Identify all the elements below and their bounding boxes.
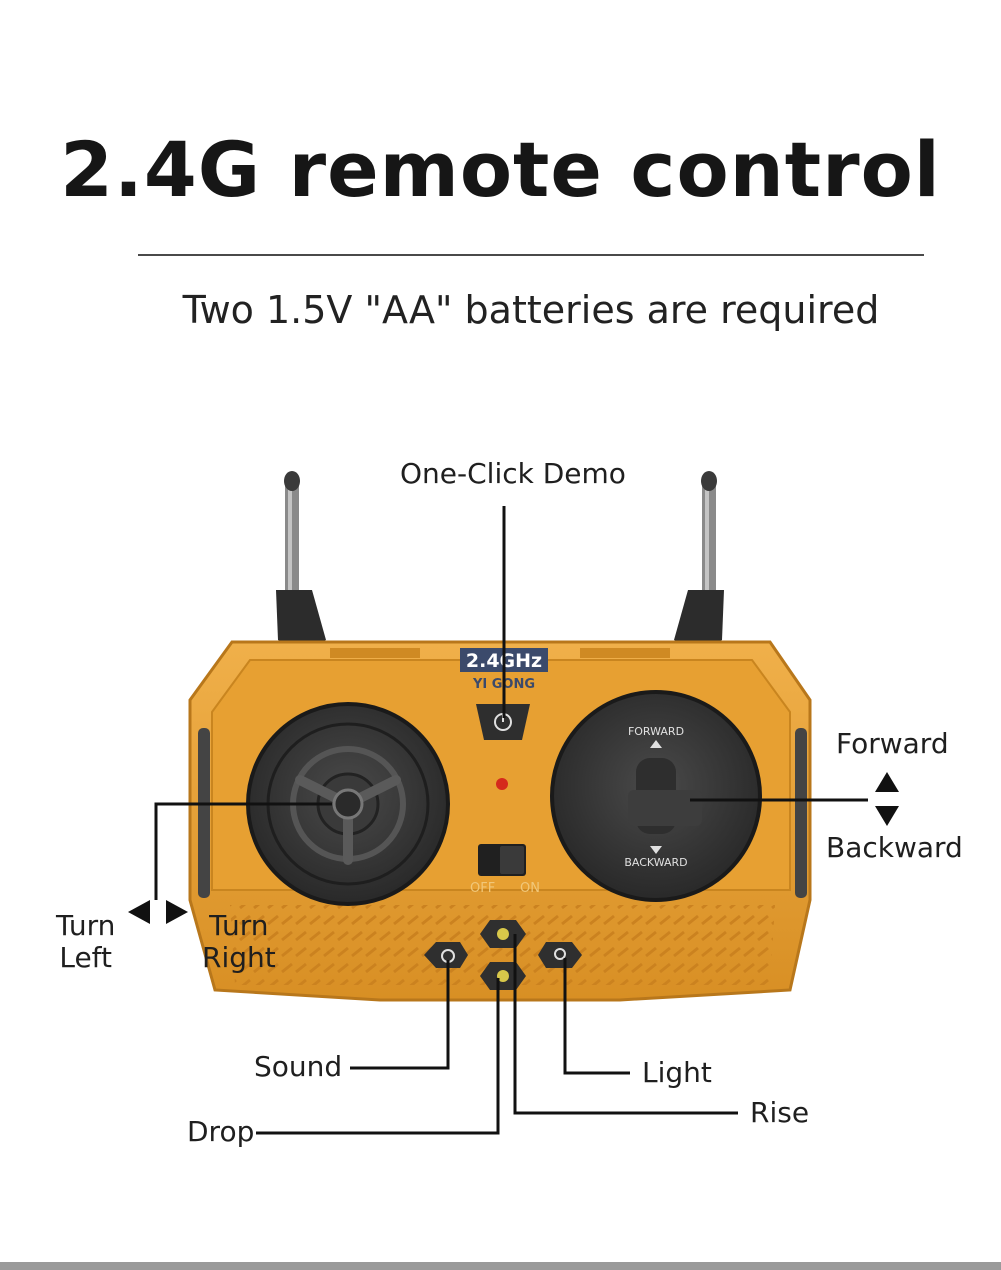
turn-right-line2: Right	[202, 941, 276, 974]
power-led	[496, 778, 508, 790]
left-antenna	[276, 471, 326, 652]
callout-light: Light	[642, 1056, 712, 1089]
power-switch[interactable]: OFF ON	[470, 844, 540, 896]
callout-turn-right: Turn Right	[202, 910, 276, 974]
throttle-dial[interactable]: FORWARD BACKWARD	[550, 690, 762, 902]
page-title: 2.4G remote control	[60, 125, 941, 214]
callout-lines	[154, 506, 868, 1135]
title-divider	[138, 254, 924, 256]
svg-text:FORWARD: FORWARD	[628, 725, 684, 738]
turn-left-line2: Left	[59, 941, 113, 974]
callout-sound: Sound	[254, 1050, 343, 1083]
steering-wheel-dial[interactable]	[246, 702, 450, 906]
callout-rise: Rise	[750, 1096, 810, 1129]
svg-text:ON: ON	[520, 881, 540, 896]
light-button[interactable]	[538, 942, 582, 968]
callout-drop: Drop	[187, 1115, 255, 1148]
callout-demo: One-Click Demo	[400, 457, 626, 490]
battery-requirement: Two 1.5V "AA" batteries are required	[182, 288, 880, 332]
right-antenna	[674, 471, 724, 652]
svg-text:OFF: OFF	[470, 881, 495, 896]
left-right-arrows-icon	[128, 900, 188, 924]
forward-backward-arrows-icon	[875, 772, 899, 826]
callout-forward: Forward	[836, 727, 949, 760]
turn-right-line1: Turn	[209, 909, 269, 942]
callout-backward: Backward	[826, 831, 963, 864]
svg-text:BACKWARD: BACKWARD	[624, 856, 687, 869]
turn-left-line1: Turn	[56, 909, 116, 942]
callout-turn-left: Turn Left	[56, 910, 115, 974]
bottom-border	[0, 1262, 1001, 1270]
